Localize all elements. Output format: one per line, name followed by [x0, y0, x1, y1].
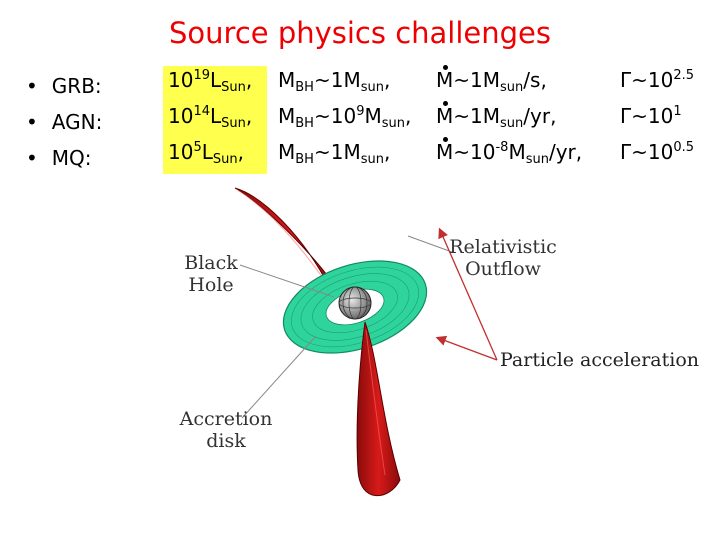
source-list: GRB: AGN: MQ: — [26, 68, 103, 176]
bh-mass-agn: MBH~109Msun, — [278, 104, 412, 131]
luminosity-highlight — [163, 66, 267, 174]
lower-jet — [356, 321, 401, 497]
accretion-rate-grb: M~1Msun/s, — [436, 65, 547, 95]
lorentz-agn: Γ~101 — [620, 104, 682, 128]
outflow-pointer — [407, 235, 453, 253]
lorentz-grb: Γ~102.5 — [620, 68, 695, 92]
accretion-disk-pointer — [241, 335, 317, 419]
black-hole-label: Black Hole — [184, 252, 238, 296]
particle-arrow-lower — [435, 335, 498, 361]
accretion-disk-label: Accretion disk — [179, 408, 273, 452]
accretion-rate-mq: M~10-8Msun/yr, — [436, 137, 583, 167]
source-label-agn: AGN: — [26, 104, 103, 140]
bh-mass-mq: MBH~1Msun, — [278, 140, 391, 167]
lorentz-mq: Γ~100.5 — [620, 140, 695, 164]
source-label-mq: MQ: — [26, 140, 102, 176]
luminosity-grb: 1019LSun, — [168, 68, 253, 95]
luminosity-agn: 1014LSun, — [168, 104, 253, 131]
source-label-grb: GRB: — [26, 68, 102, 104]
row-agn: 1014LSun, MBH~109Msun, M~1Msun/yr, Γ~101 — [168, 101, 682, 131]
page-title: Source physics challenges — [169, 16, 551, 50]
particle-acceleration-label: Particle acceleration — [500, 349, 700, 371]
black-hole-sphere — [338, 286, 372, 320]
accretion-rate-agn: M~1Msun/yr, — [436, 101, 557, 131]
outflow-label: Relativistic Outflow — [449, 236, 557, 280]
black-hole-pointer — [239, 264, 335, 298]
row-grb: 1019LSun, MBH~1Msun, M~1Msun/s, Γ~102.5 — [168, 65, 694, 95]
luminosity-mq: 105LSun, — [168, 140, 244, 167]
particle-arrow-upper — [438, 227, 498, 361]
bh-mass-grb: MBH~1Msun, — [278, 68, 391, 95]
row-mq: 105LSun, MBH~1Msun, M~10-8Msun/yr, Γ~100… — [168, 137, 694, 167]
